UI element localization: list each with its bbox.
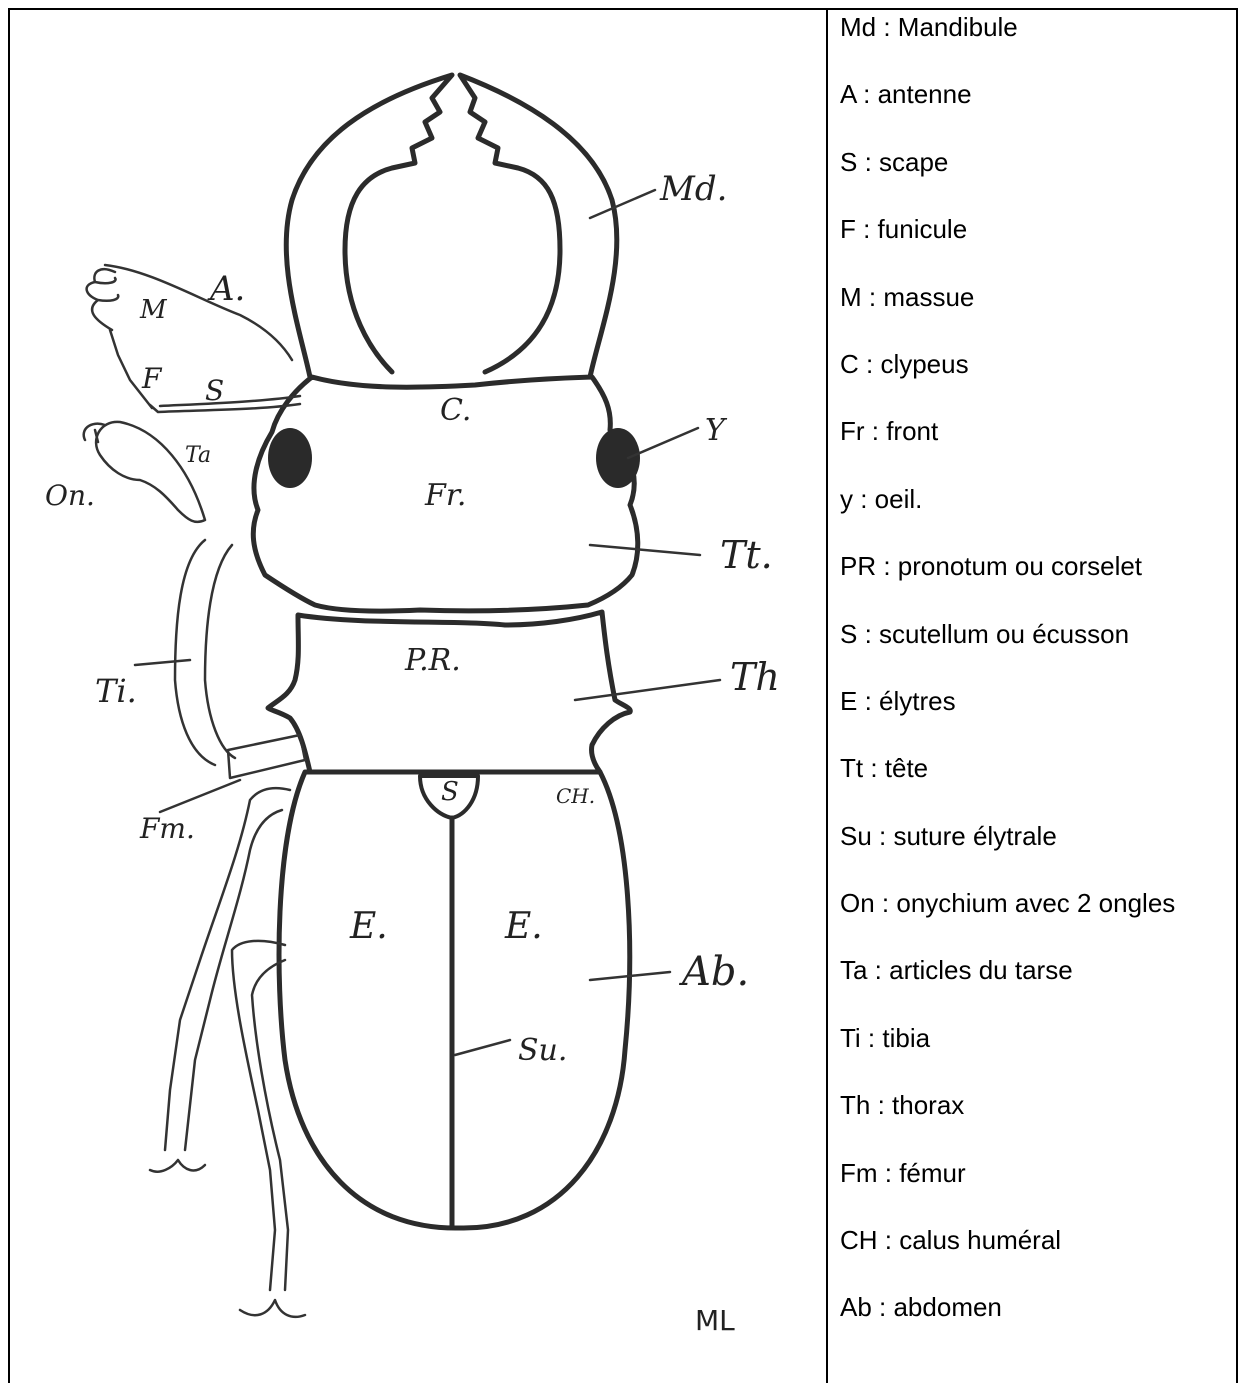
legend-item: Md : Mandibule [840,10,1236,77]
beetle-drawing: Md. A. M F S C. Y Ta On. Fr. Tt. P.R. Th… [10,10,826,1383]
right-eye [596,428,640,488]
label-e-left: E. [349,906,388,947]
front-tarsus [96,422,205,522]
label-ab: Ab. [678,949,749,995]
label-ch: CH. [556,784,595,808]
legend-item: Fr : front [840,414,1236,481]
legend-item: Ab : abdomen [840,1290,1236,1357]
label-m: M [139,295,168,325]
label-fm: Fm. [139,812,195,845]
pronotum-outline [268,612,630,772]
legend-item: PR : pronotum ou corselet [840,549,1236,616]
label-y: Y [705,413,728,448]
legend-item: Tt : tête [840,751,1236,818]
label-c: C. [440,393,471,428]
legend-item: Su : suture élytrale [840,819,1236,886]
label-fr: Fr. [424,478,466,513]
label-on: On. [45,479,95,512]
label-f: F [141,362,163,395]
legend-item: C : clypeus [840,347,1236,414]
right-mandible [460,75,617,377]
label-ti: Ti. [95,672,137,710]
antenna-club [87,269,119,330]
label-s-scape: S [205,374,224,407]
legend-list: Md : Mandibule A : antenne S : scape F :… [840,10,1236,1358]
legend-item: S : scutellum ou écusson [840,617,1236,684]
left-eye [268,428,312,488]
legend-item: A : antenne [840,77,1236,144]
label-ta: Ta [185,443,211,468]
legend-item: y : oeil. [840,482,1236,549]
middle-claw [150,1160,205,1172]
antenna-outline [105,265,292,360]
column-divider [826,8,828,1383]
legend-item: On : onychium avec 2 ongles [840,886,1236,953]
front-tibia [175,540,235,765]
hind-claw [240,1300,305,1317]
label-e-right: E. [504,906,543,947]
legend-item: M : massue [840,280,1236,347]
legend-item: F : funicule [840,212,1236,279]
legend-item: Th : thorax [840,1088,1236,1155]
label-md: Md. [659,169,727,209]
signature: ML [695,1304,735,1337]
legend-item: Fm : fémur [840,1156,1236,1223]
label-a: A. [207,269,245,309]
legend-item: Ta : articles du tarse [840,953,1236,1020]
legend-item: S : scape [840,145,1236,212]
legend-item: Ti : tibia [840,1021,1236,1088]
label-pr: P.R. [404,643,461,678]
left-mandible [286,75,452,377]
label-su: Su. [518,1033,567,1068]
legend-item: CH : calus huméral [840,1223,1236,1290]
legend-item: E : élytres [840,684,1236,751]
label-th: Th [730,655,780,699]
antenna-scape-inner [160,396,300,406]
front-femur [228,735,305,778]
label-s-scutellum: S [441,777,459,807]
label-tt: Tt. [720,533,773,577]
